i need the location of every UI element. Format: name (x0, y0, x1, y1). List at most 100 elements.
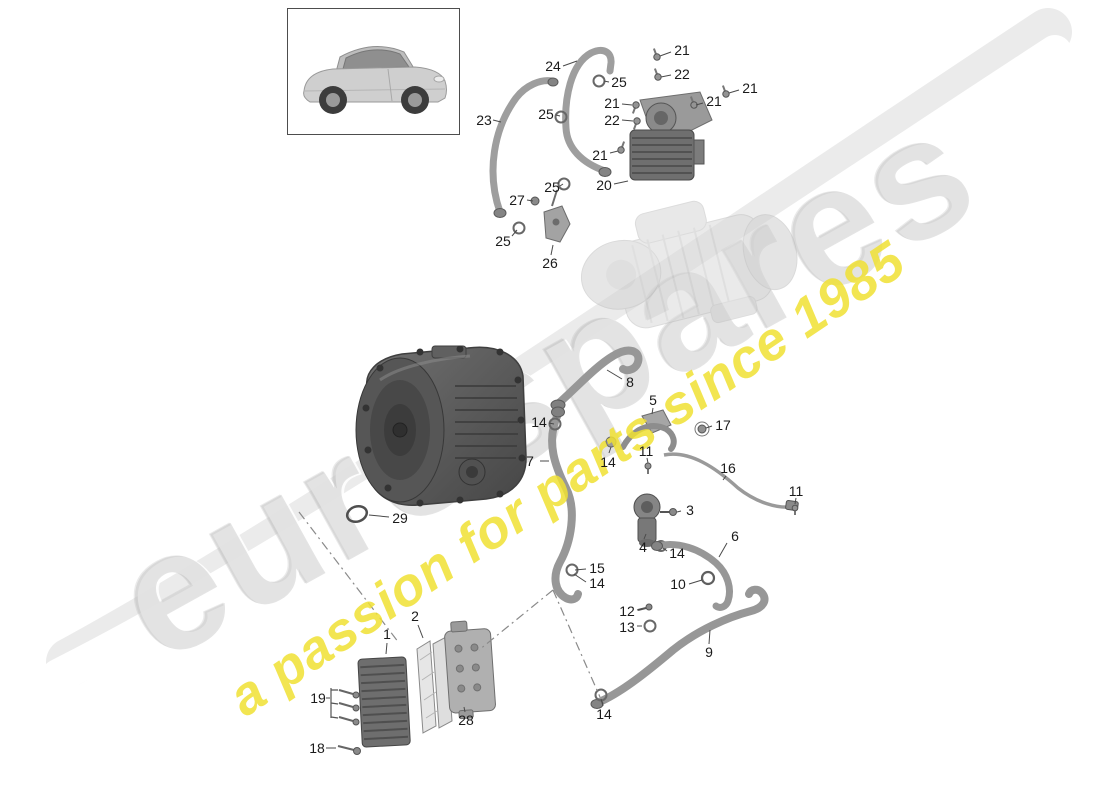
callout-23[interactable]: 23 (476, 112, 492, 128)
leader-line-21 (728, 89, 740, 94)
callout-3[interactable]: 3 (686, 502, 694, 518)
leader-line-22 (621, 119, 634, 122)
callout-18[interactable]: 18 (309, 740, 325, 756)
callout-8[interactable]: 8 (626, 374, 634, 390)
callout-2[interactable]: 2 (411, 608, 419, 624)
leader-line-5 (651, 407, 654, 415)
callout-22[interactable]: 22 (604, 112, 620, 128)
callout-6[interactable]: 6 (731, 528, 739, 544)
callout-21[interactable]: 21 (604, 95, 620, 111)
callout-14[interactable]: 14 (600, 454, 616, 470)
leader-line-14 (662, 547, 668, 552)
oring-29 (345, 504, 369, 524)
callout-9[interactable]: 9 (705, 644, 713, 660)
vehicle-thumbnail (287, 8, 460, 135)
callout-25[interactable]: 25 (611, 74, 627, 90)
leader-line-24 (562, 60, 578, 67)
pipe-16 (663, 452, 799, 515)
leader-line-4 (643, 533, 647, 540)
callout-14[interactable]: 14 (596, 706, 612, 722)
leader-line-23 (492, 119, 502, 123)
callout-14[interactable]: 14 (531, 414, 547, 430)
leader-line-22 (660, 74, 672, 78)
callout-21[interactable]: 21 (706, 93, 722, 109)
callout-19[interactable]: 19 (310, 690, 326, 706)
car-body (303, 46, 447, 114)
callout-7[interactable]: 7 (526, 453, 534, 469)
callout-25[interactable]: 25 (538, 106, 554, 122)
leader-line-14 (600, 698, 604, 707)
leader-line-29 (368, 514, 390, 518)
callout-10[interactable]: 10 (670, 576, 686, 592)
callout-11[interactable]: 11 (638, 443, 654, 459)
hose-24 (562, 46, 615, 177)
valve-body-28 (444, 620, 496, 720)
leader-line-25 (555, 114, 561, 117)
leader-line-16 (722, 475, 727, 481)
engine-ghost-drawing (580, 200, 798, 329)
leader-line-20 (613, 180, 629, 185)
leader-line-14 (608, 446, 612, 454)
bracket-26 (543, 189, 571, 243)
leader-line-15 (574, 568, 587, 571)
leader-line-2 (417, 624, 424, 639)
leader-line-6 (718, 542, 728, 558)
callout-14[interactable]: 14 (669, 545, 685, 561)
callout-15[interactable]: 15 (589, 560, 605, 576)
leader-line-11 (646, 457, 649, 464)
callout-28[interactable]: 28 (458, 712, 474, 728)
leader-line-21 (695, 102, 704, 106)
leader-line-21 (621, 103, 633, 106)
leader-line-25 (603, 80, 610, 83)
leader-line-17 (705, 425, 713, 429)
leader-line-14 (573, 573, 587, 583)
callout-11[interactable]: 11 (788, 483, 804, 499)
callout-21[interactable]: 21 (592, 147, 608, 163)
callout-20[interactable]: 20 (596, 177, 612, 193)
leader-line-26 (550, 244, 554, 256)
leader-line-11 (794, 497, 797, 505)
cooler-1 (357, 656, 411, 748)
clamp-10 (700, 570, 716, 586)
callout-21[interactable]: 21 (674, 42, 690, 58)
alignment-lines (298, 511, 601, 698)
callout-13[interactable]: 13 (619, 619, 635, 635)
part-5 (620, 409, 677, 474)
callout-5[interactable]: 5 (649, 392, 657, 408)
leader-line-25 (511, 229, 518, 237)
hose-23 (489, 77, 559, 218)
callout-21[interactable]: 21 (742, 80, 758, 96)
leader-line-9 (708, 629, 711, 645)
callout-27[interactable]: 27 (509, 192, 525, 208)
clamp-13 (643, 619, 657, 633)
callout-24[interactable]: 24 (545, 58, 561, 74)
leader-line-21 (609, 150, 619, 154)
callout-16[interactable]: 16 (720, 460, 736, 476)
screw-18 (337, 745, 361, 755)
pump-4 (633, 493, 661, 547)
leader-line-10 (688, 579, 703, 585)
screws-19 (330, 688, 360, 726)
leader-line-12 (636, 608, 643, 611)
callout-1[interactable]: 1 (383, 626, 391, 642)
callout-22[interactable]: 22 (674, 66, 690, 82)
leader-line-14 (548, 422, 555, 425)
leader-line-27 (526, 199, 534, 202)
callout-25[interactable]: 25 (544, 179, 560, 195)
callout-17[interactable]: 17 (715, 417, 731, 433)
bolt-17 (694, 421, 710, 437)
callout-29[interactable]: 29 (392, 510, 408, 526)
leader-line-8 (606, 369, 623, 380)
leader-line-3 (676, 510, 682, 513)
callout-25[interactable]: 25 (495, 233, 511, 249)
callout-26[interactable]: 26 (542, 255, 558, 271)
callout-4[interactable]: 4 (639, 539, 647, 555)
gearbox-drawing (355, 345, 527, 507)
leader-line-28 (463, 706, 466, 713)
callout-12[interactable]: 12 (619, 603, 635, 619)
callout-14[interactable]: 14 (589, 575, 605, 591)
